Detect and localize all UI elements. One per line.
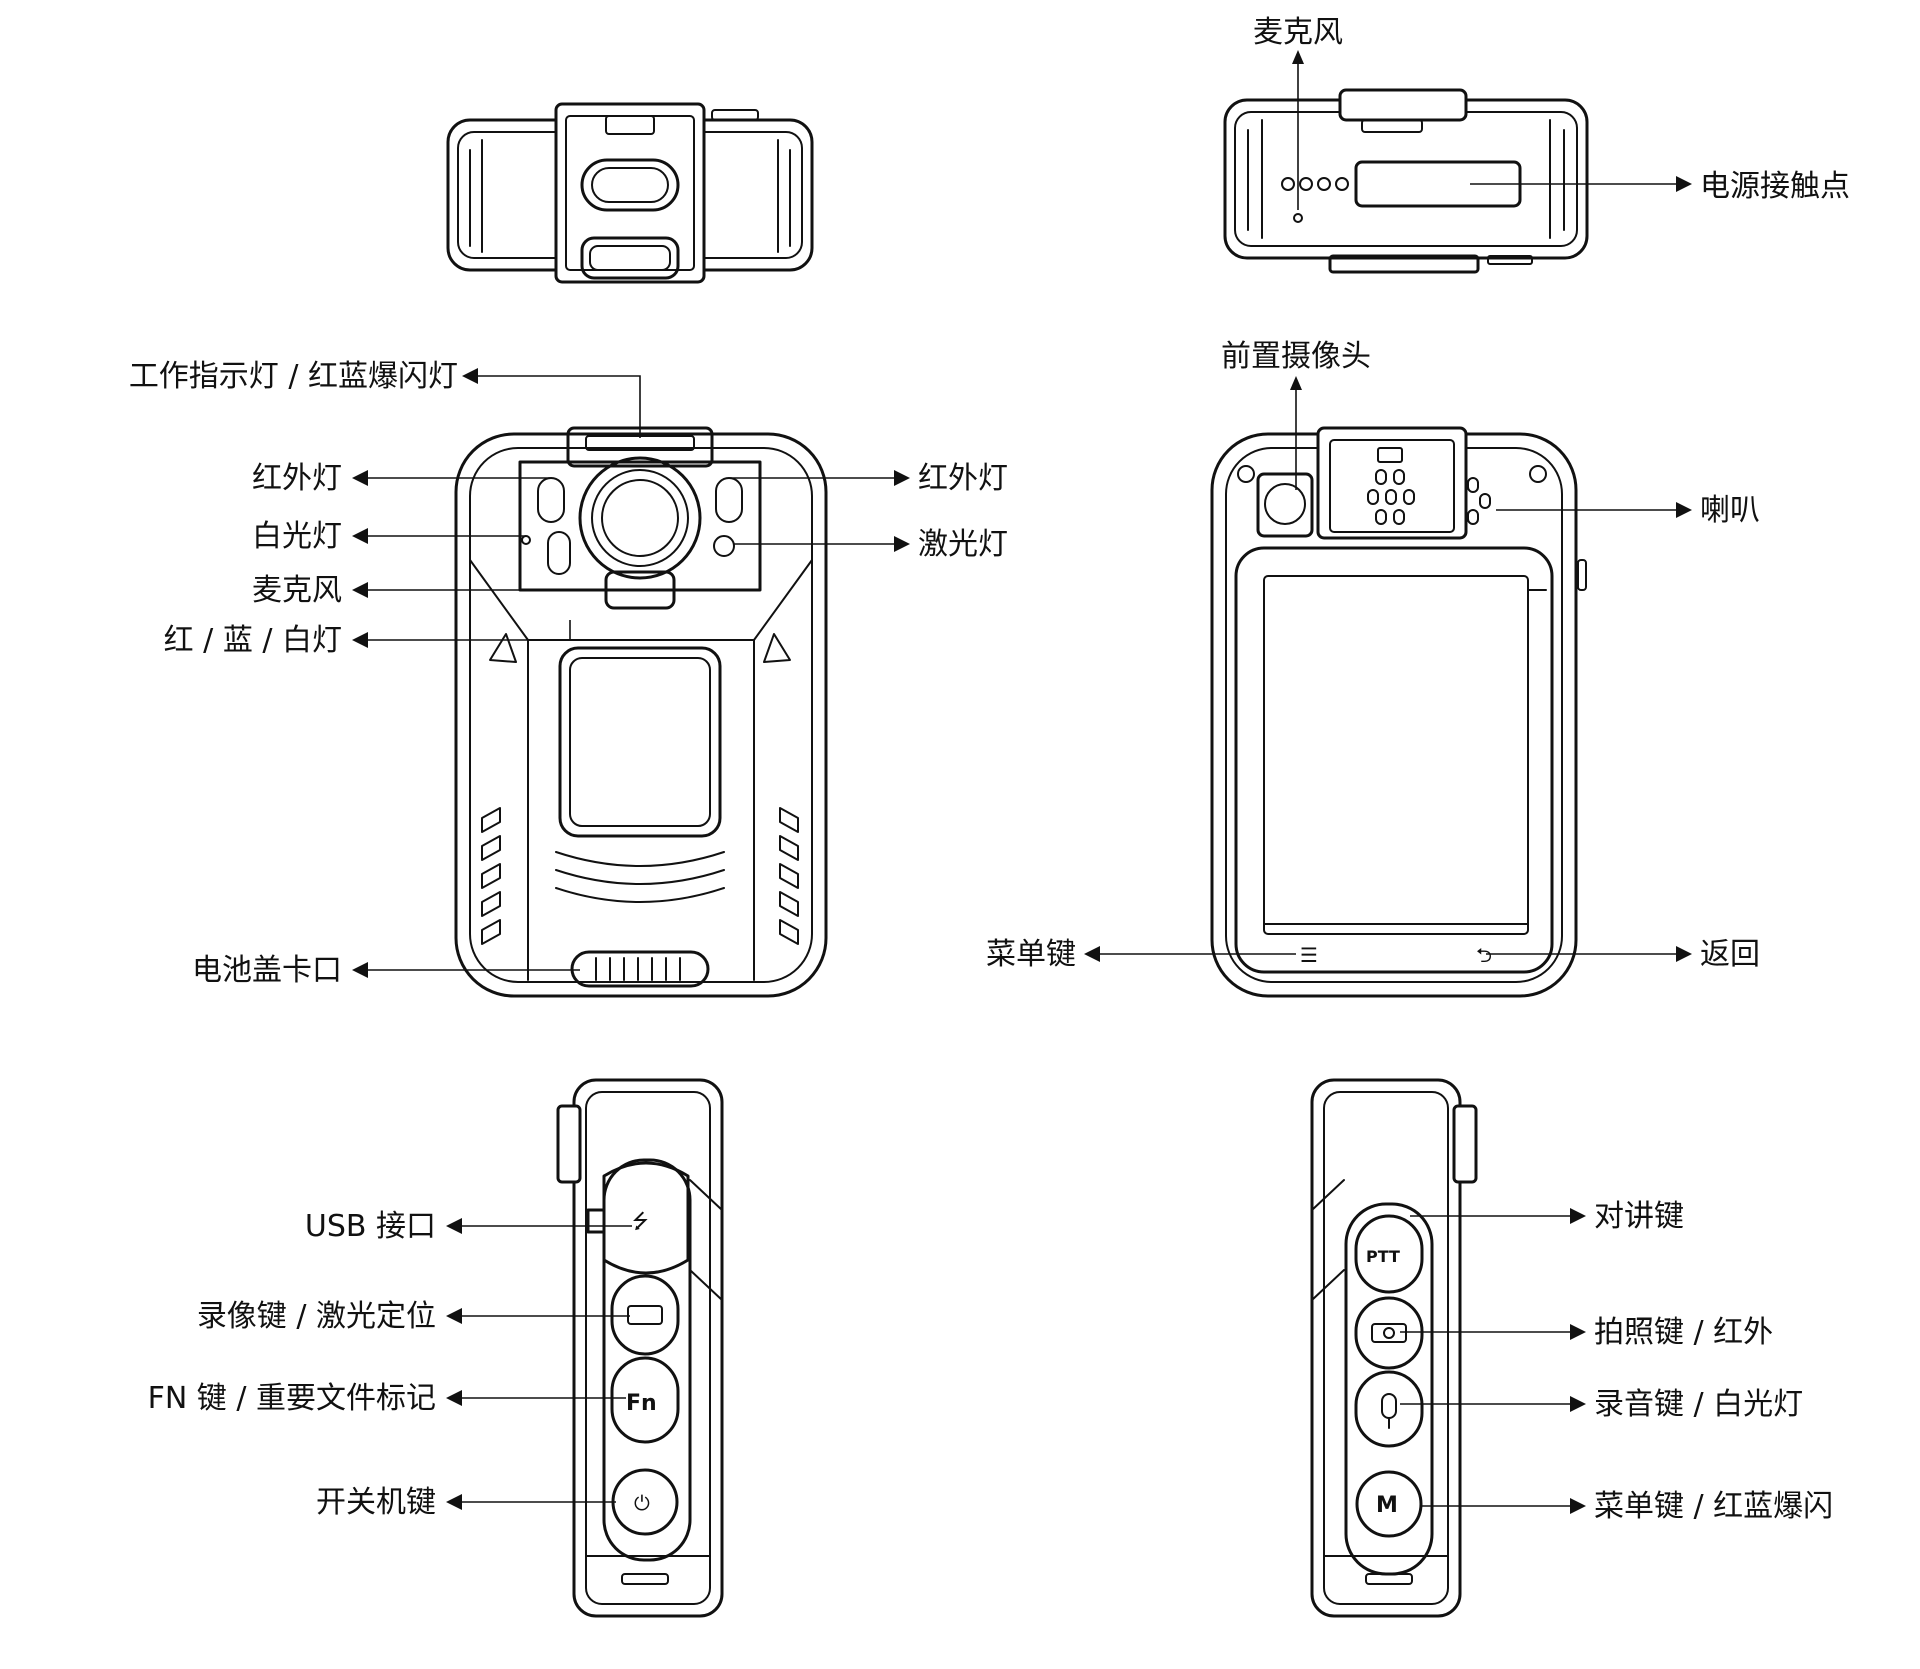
left-side-view: ⭍ Fn ⏻ — [556, 1078, 724, 1618]
ptt-glyph: PTT — [1366, 1247, 1400, 1266]
label-usb-port: USB 接口 — [305, 1209, 436, 1244]
menu-glyph: ☰ — [1300, 943, 1318, 967]
callout-lines — [352, 50, 1692, 1514]
top-front-view — [1223, 88, 1589, 274]
label-back-key: 返回 — [1700, 937, 1760, 972]
right-side-view: PTT M — [1310, 1078, 1478, 1618]
label-fn-key: FN 键 / 重要文件标记 — [148, 1381, 436, 1416]
label-white-light: 白光灯 — [252, 519, 342, 554]
label-battery-latch: 电池盖卡口 — [192, 953, 342, 988]
label-speaker: 喇叭 — [1700, 493, 1760, 528]
label-power-contacts: 电源接触点 — [1700, 169, 1850, 204]
label-front-camera: 前置摄像头 — [1221, 339, 1371, 374]
usb-glyph: ⭍ — [632, 1209, 649, 1233]
label-work-indicator: 工作指示灯 / 红蓝爆闪灯 — [129, 359, 458, 394]
label-ir-light-right: 红外灯 — [918, 461, 1008, 496]
label-menu-key: 菜单键 — [986, 937, 1076, 972]
fn-glyph: Fn — [626, 1391, 657, 1416]
m-glyph: M — [1376, 1493, 1398, 1518]
label-power-key: 开关机键 — [316, 1485, 436, 1520]
label-record-key: 录像键 / 激光定位 — [197, 1299, 436, 1334]
label-menu-flash-key: 菜单键 / 红蓝爆闪 — [1594, 1489, 1833, 1524]
callout-labels: 麦克风 电源接触点 工作指示灯 / 红蓝爆闪灯 红外灯 白光灯 麦克风 红 / … — [129, 15, 1850, 1524]
label-ir-light-left: 红外灯 — [252, 461, 342, 496]
label-top-microphone: 麦克风 — [1253, 15, 1343, 50]
label-rgb-light: 红 / 蓝 / 白灯 — [164, 623, 342, 658]
label-microphone-front: 麦克风 — [252, 573, 342, 608]
right-vent — [779, 807, 799, 945]
top-rear-view — [446, 102, 814, 284]
label-ptt-key: 对讲键 — [1594, 1199, 1684, 1234]
back-glyph: ⮌ — [1476, 943, 1492, 967]
back-view: ☰ ⮌ — [1210, 426, 1587, 998]
left-vent — [481, 807, 501, 945]
label-laser-light: 激光灯 — [918, 527, 1008, 562]
power-glyph: ⏻ — [634, 1491, 650, 1515]
label-photo-key: 拍照键 / 红外 — [1594, 1315, 1773, 1350]
label-audio-key: 录音键 / 白光灯 — [1594, 1387, 1803, 1422]
front-view — [454, 426, 828, 998]
